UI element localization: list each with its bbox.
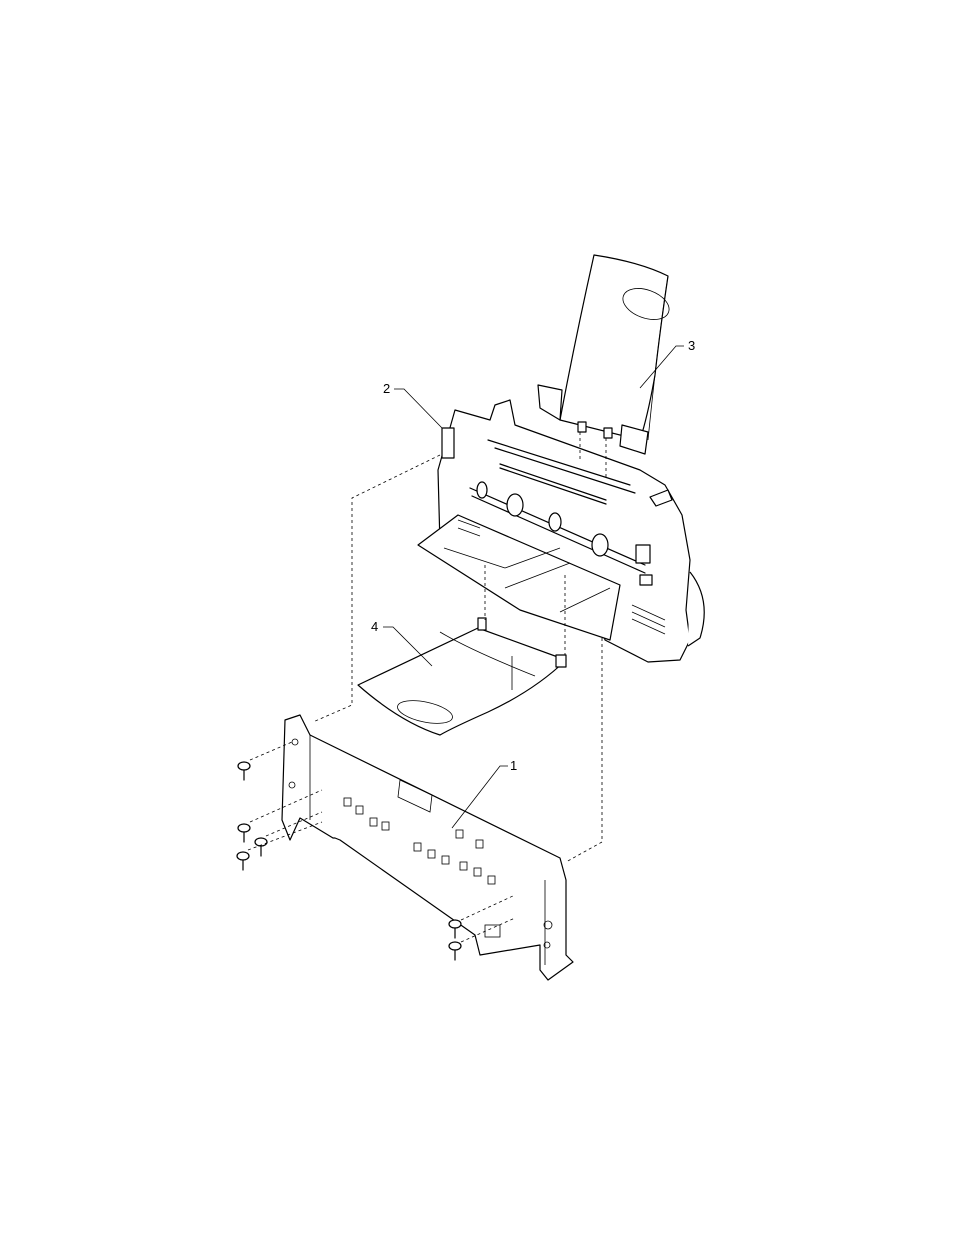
callout-paper-support: 3 xyxy=(688,339,695,352)
output-tray xyxy=(358,618,566,735)
frame xyxy=(282,715,573,980)
callout-main-unit: 2 xyxy=(383,382,390,395)
callout-frame: 1 xyxy=(510,759,517,772)
main-unit xyxy=(418,400,704,662)
callout-output-tray: 4 xyxy=(371,620,378,633)
paper-support xyxy=(538,255,673,454)
